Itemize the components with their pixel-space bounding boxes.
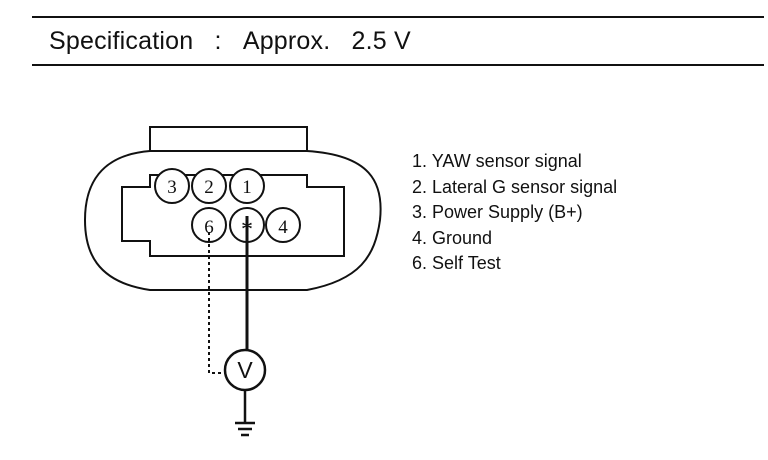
connector-tab [149, 126, 308, 152]
voltmeter: V [223, 348, 267, 392]
pin-1-label: 1 [242, 177, 252, 198]
connector-inner-cavity [121, 174, 345, 257]
specification-text: Specification : Approx. 2.5 V [49, 27, 411, 56]
legend-item-pin-2: 2. Lateral G sensor signal [412, 176, 618, 197]
pin-3-label: 3 [167, 177, 177, 198]
pin-2-label: 2 [204, 177, 214, 198]
voltmeter-symbol: V [237, 357, 253, 383]
pin-6-label: 6 [204, 217, 214, 238]
meter-leads [208, 216, 249, 374]
pin-legend: 1. YAW sensor signal 2. Lateral G sensor… [412, 149, 617, 277]
pin-2-circle [191, 168, 227, 204]
pin-6-circle [191, 207, 227, 243]
probe-pin-label: * [241, 217, 253, 243]
pin-1-circle [229, 168, 265, 204]
specification-colon: : [214, 27, 222, 55]
specification-label: Specification [49, 27, 194, 55]
pin-4-circle [265, 207, 301, 243]
connector-body-outline [83, 150, 382, 291]
negative-lead-dashed [208, 232, 224, 374]
legend-item-pin-4: 4. Ground [412, 227, 493, 248]
pin-4-label: 4 [278, 217, 288, 238]
ground-icon [235, 390, 255, 437]
connector-housing [83, 126, 382, 291]
legend-item-pin-3: 3. Power Supply (B+) [412, 202, 583, 222]
pin-labels: 3 2 1 6 * 4 [167, 177, 288, 243]
connector-pins [154, 168, 301, 243]
pin-3-circle [154, 168, 190, 204]
legend-item-pin-6: 6. Self Test [412, 253, 501, 273]
legend-item-pin-1: 1. YAW sensor signal [412, 151, 582, 171]
specification-prefix: Approx. [242, 27, 331, 55]
specification-bar: Specification : Approx. 2.5 V [32, 16, 764, 66]
specification-value: 2.5 V [351, 27, 411, 55]
